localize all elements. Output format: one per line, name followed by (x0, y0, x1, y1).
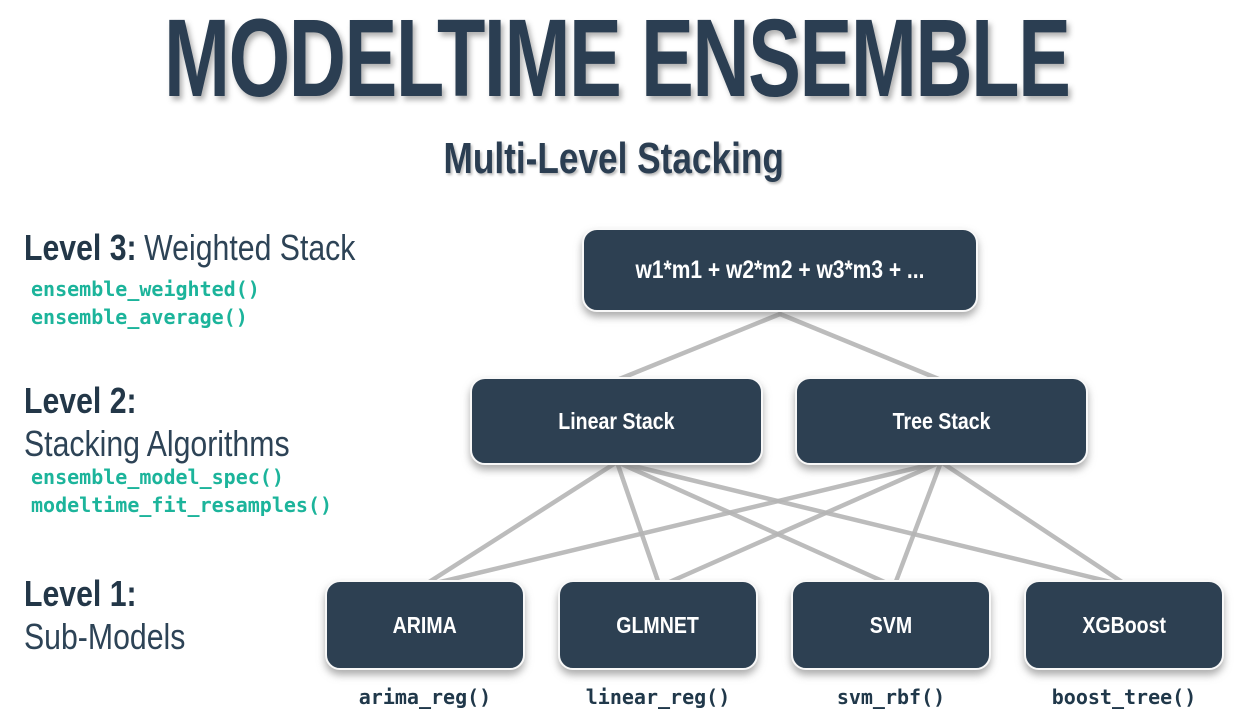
level2-heading: Level 2: Stacking Algorithms (24, 379, 290, 465)
linear-stack-box: Linear Stack (470, 377, 763, 465)
level1-heading: Level 1: Sub-Models (24, 572, 185, 658)
connector-linear-glmnet (614, 459, 662, 587)
level2-label: Level 2: (24, 380, 137, 421)
level3-functions: ensemble_weighted() ensemble_average() (31, 276, 260, 331)
glmnet-function: linear_reg() (585, 685, 731, 709)
code-line: modeltime_fit_resamples() (31, 492, 333, 517)
svm-function: svm_rbf() (836, 685, 946, 709)
page-subtitle-text: Multi-Level Stacking (443, 134, 785, 183)
xgboost-box: XGBoost (1024, 580, 1224, 670)
svm-label: SVM (869, 611, 913, 638)
connector-weighted-tree (777, 311, 944, 383)
page-subtitle: Multi-Level Stacking (0, 137, 1242, 181)
arima-function: arima_reg() (358, 685, 492, 709)
linear-stack-label: Linear Stack (558, 407, 675, 434)
code-line: ensemble_weighted() (31, 277, 260, 301)
tree-stack-label: Tree Stack (892, 407, 991, 434)
glmnet-box: GLMNET (558, 580, 758, 670)
level3-heading: Level 3:Weighted Stack (24, 226, 355, 269)
xgboost-label: XGBoost (1082, 611, 1166, 638)
level3-title: Weighted Stack (144, 227, 356, 268)
arima-label: ARIMA (392, 611, 458, 638)
connector-tree-arima (429, 459, 944, 587)
svm-box: SVM (791, 580, 991, 670)
weighted-stack-box: w1*m1 + w2*m2 + w3*m3 + ... (582, 228, 978, 312)
level3-label: Level 3: (24, 227, 137, 268)
level1-label: Level 1: (24, 573, 137, 614)
connector-linear-xgboost (614, 459, 1122, 587)
connector-tree-xgboost (938, 459, 1128, 587)
weighted-stack-formula: w1*m1 + w2*m2 + w3*m3 + ... (635, 255, 925, 284)
level1-title: Sub-Models (24, 616, 186, 657)
tree-stack-box: Tree Stack (795, 377, 1088, 465)
connector-weighted-linear (614, 311, 783, 383)
page-title: MODELTIME ENSEMBLE (0, 4, 1245, 116)
connector-linear-svm (614, 459, 892, 587)
glmnet-label: GLMNET (616, 611, 700, 638)
level2-title: Stacking Algorithms (24, 423, 290, 464)
page-title-text: MODELTIME ENSEMBLE (164, 0, 1071, 120)
connector-linear-arima (423, 459, 620, 587)
connector-tree-svm (892, 459, 944, 587)
xgboost-function: boost_tree() (1051, 685, 1197, 709)
arima-box: ARIMA (325, 580, 525, 670)
level2-functions: ensemble_model_spec() modeltime_fit_resa… (31, 464, 332, 519)
code-line: ensemble_model_spec() (31, 465, 284, 489)
connector-tree-glmnet (662, 459, 944, 587)
code-line: ensemble_average() (31, 304, 248, 329)
